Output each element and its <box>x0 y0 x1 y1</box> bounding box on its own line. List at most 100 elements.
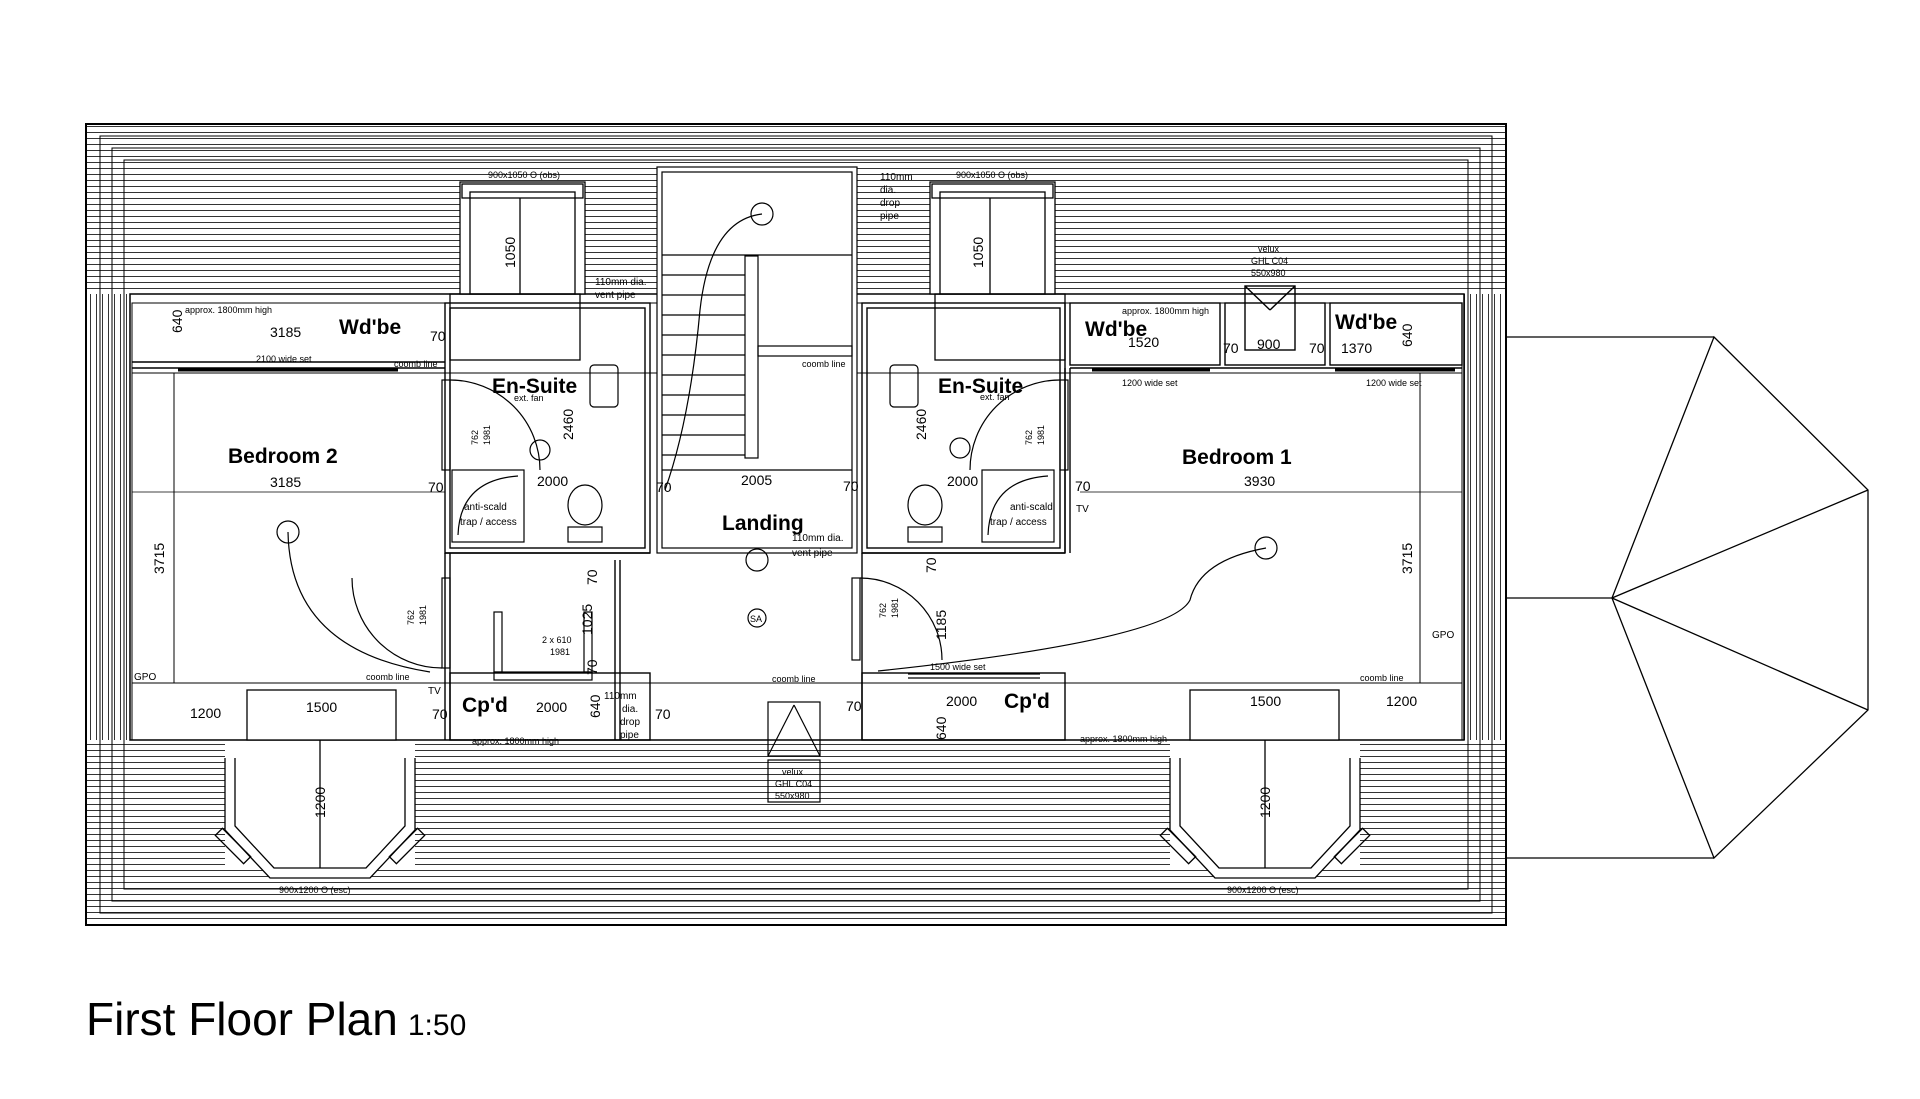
dim-70-f: 70 <box>584 659 600 675</box>
note-anti-scald-2b: trap / access <box>990 517 1047 528</box>
note-approx-high-2: approx. 1800mm high <box>1122 306 1209 316</box>
dim-3185-a: 3185 <box>270 324 301 340</box>
dim-1185: 1185 <box>933 610 949 640</box>
note-window-bay-left: 900x1200 O (esc) <box>279 885 351 895</box>
room-label-bedroom-1: Bedroom 1 <box>1182 446 1292 469</box>
roof-outline <box>85 123 1507 926</box>
dim-900: 900 <box>1257 336 1281 352</box>
side-roof <box>1506 335 1869 860</box>
dim-70-m: 70 <box>432 706 448 722</box>
electrical <box>276 202 1278 673</box>
note-1500-wide-set: 1500 wide set <box>930 662 986 672</box>
room-label-cupboard-left: Cp'd <box>462 694 508 717</box>
dim-2005: 2005 <box>741 472 772 488</box>
note-drop-pipe-2d: pipe <box>620 730 639 741</box>
room-label-wardrobe-mid: Wd'be <box>1085 318 1147 341</box>
note-velux-1b: GHL C04 <box>775 779 812 789</box>
note-window-top-right: 900x1050 O (obs) <box>956 170 1028 180</box>
dim-1050-b: 1050 <box>970 237 986 268</box>
note-coomb-line-5: coomb line <box>1360 673 1404 683</box>
note-window-bay-right: 900x1200 O (esc) <box>1227 885 1299 895</box>
note-ext-fan-1: ext. fan <box>514 393 544 403</box>
note-2100-wide-set: 2100 wide set <box>256 354 312 364</box>
note-drop-pipe-1d: pipe <box>880 211 899 222</box>
note-coomb-line-4: coomb line <box>772 674 816 684</box>
note-door-762-2a: 762 <box>1024 430 1034 445</box>
dim-3185-b: 3185 <box>270 474 301 490</box>
note-anti-scald-1b: trap / access <box>460 517 517 528</box>
dim-1200-a: 1200 <box>190 705 221 721</box>
note-window-top-left: 900x1050 O (obs) <box>488 170 560 180</box>
bay-window-right <box>1159 689 1371 879</box>
dim-70-h: 70 <box>846 698 862 714</box>
note-1200-wide-set-a: 1200 wide set <box>1122 378 1178 388</box>
note-approx-high-3: approx. 1800mm high <box>472 736 559 746</box>
note-door-762-4b: 1981 <box>890 598 900 618</box>
dim-70-i: 70 <box>1075 478 1091 494</box>
dim-1025: 1025 <box>579 604 595 635</box>
note-vent-pipe-1b: vent pipe <box>595 290 636 301</box>
dim-70-e: 70 <box>584 569 600 585</box>
note-tv-2: TV <box>1076 504 1089 515</box>
note-door-2x610-a: 2 x 610 <box>542 635 572 645</box>
bay-window-left <box>214 689 426 879</box>
note-drop-pipe-2b: dia. <box>622 704 638 715</box>
note-door-762-3a: 762 <box>406 610 416 625</box>
note-coomb-line-3: coomb line <box>366 672 410 682</box>
dim-3715-b: 3715 <box>1399 543 1415 574</box>
note-door-762-3b: 1981 <box>418 605 428 625</box>
note-door-762-1a: 762 <box>470 430 480 445</box>
dim-1520: 1520 <box>1128 334 1159 350</box>
note-velux-2a: velux <box>1258 244 1280 254</box>
dim-1200-c: 1200 <box>312 787 328 818</box>
dim-70-k: 70 <box>1309 340 1325 356</box>
note-gpo-1: GPO <box>134 672 156 683</box>
note-vent-pipe-1a: 110mm dia. <box>595 277 647 288</box>
note-gpo-2: GPO <box>1432 630 1454 641</box>
dormer-right <box>929 181 1066 361</box>
note-sa: SA <box>750 614 762 624</box>
dim-70-c: 70 <box>655 706 671 722</box>
dim-2000-a: 2000 <box>536 699 567 715</box>
note-approx-high-4: approx. 1800mm high <box>1080 734 1167 744</box>
room-label-landing: Landing <box>722 512 804 535</box>
dim-70-a: 70 <box>430 328 446 344</box>
dim-1500-b: 1500 <box>1250 693 1281 709</box>
note-anti-scald-1a: anti-scald <box>464 502 507 513</box>
dim-1050-a: 1050 <box>502 237 518 268</box>
stair-and-landing <box>656 166 858 554</box>
dim-70-b: 70 <box>428 479 444 495</box>
room-label-wardrobe-right: Wd'be <box>1335 311 1397 334</box>
dim-70-d: 70 <box>656 479 672 495</box>
dim-3930: 3930 <box>1244 473 1275 489</box>
note-door-762-2b: 1981 <box>1036 425 1046 445</box>
note-velux-1c: 550x980 <box>775 791 810 801</box>
dim-640-d: 640 <box>1399 323 1415 347</box>
note-tv-1: TV <box>428 686 441 697</box>
room-label-bedroom-2: Bedroom 2 <box>228 445 338 468</box>
note-drop-pipe-2c: drop <box>620 717 640 728</box>
room-label-cupboard-right: Cp'd <box>1004 690 1050 713</box>
note-velux-2c: 550x980 <box>1251 268 1286 278</box>
room-label-en-suite-left: En-Suite <box>492 375 577 398</box>
dim-2000-d: 2000 <box>946 693 977 709</box>
dim-1200-d: 1200 <box>1257 787 1273 818</box>
note-drop-pipe-1b: dia. <box>880 185 896 196</box>
dim-2460-a: 2460 <box>560 409 576 440</box>
note-coomb-line-2: coomb line <box>802 359 846 369</box>
dim-2000-b: 2000 <box>537 473 568 489</box>
dormer-left <box>449 181 586 361</box>
note-door-2x610-b: 1981 <box>550 647 570 657</box>
dim-70-j: 70 <box>1223 340 1239 356</box>
note-velux-1a: velux <box>782 767 804 777</box>
note-approx-high-1: approx. 1800mm high <box>185 305 272 315</box>
note-coomb-line-1: coomb line <box>394 359 438 369</box>
note-velux-2b: GHL C04 <box>1251 256 1288 266</box>
note-anti-scald-2a: anti-scald <box>1010 502 1053 513</box>
note-vent-pipe-2b: vent pipe <box>792 548 833 559</box>
dim-2460-b: 2460 <box>913 409 929 440</box>
fixtures <box>451 364 1055 803</box>
dim-70-g: 70 <box>843 478 859 494</box>
note-vent-pipe-2a: 110mm dia. <box>792 533 844 544</box>
